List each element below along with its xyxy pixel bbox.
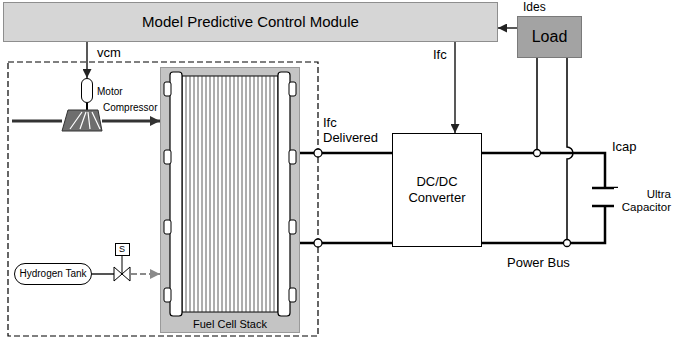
bus-wire bbox=[482, 206, 605, 243]
connector-line bbox=[454, 42, 456, 133]
end-plate bbox=[278, 72, 290, 316]
load-wire bbox=[536, 58, 538, 150]
node-text: Load bbox=[532, 27, 568, 46]
bus-name: Power Bus bbox=[506, 256, 571, 271]
signal-name: Icap bbox=[611, 140, 638, 155]
plate-ports bbox=[164, 82, 296, 302]
connector bbox=[498, 28, 517, 29]
part-name: Ultra Capacitor bbox=[614, 188, 672, 214]
port bbox=[164, 150, 171, 164]
control-module-box: Model Predictive Control Module bbox=[3, 2, 498, 42]
bus-wire bbox=[482, 153, 605, 188]
terminal bbox=[314, 149, 322, 157]
fuel-cell-stack: Fuel Cell Stack bbox=[160, 67, 300, 333]
valve-stem bbox=[122, 256, 123, 274]
port bbox=[164, 82, 171, 96]
air-flow-arrow bbox=[102, 120, 160, 123]
node-text: Motor bbox=[97, 86, 123, 98]
load-wire bbox=[567, 58, 573, 240]
connector-line bbox=[86, 42, 88, 78]
port bbox=[289, 220, 296, 234]
compressor-vanes bbox=[70, 112, 100, 129]
port bbox=[164, 288, 171, 302]
signal-label: vcm bbox=[96, 46, 122, 61]
node-text: Model Predictive Control Module bbox=[142, 13, 359, 31]
port bbox=[164, 220, 171, 234]
stack-housing bbox=[160, 67, 300, 333]
cell-lines bbox=[186, 76, 274, 312]
connector-line bbox=[498, 27, 517, 29]
converter-box: DC/DC Converter bbox=[392, 133, 482, 247]
connector bbox=[87, 42, 88, 78]
stack-core bbox=[182, 76, 278, 312]
signal-name: Ifc Delivered bbox=[322, 116, 390, 146]
hydrogen-tank: Hydrogen Tank bbox=[14, 263, 92, 285]
compressor-symbol bbox=[62, 110, 102, 131]
motor-symbol: Motor bbox=[81, 78, 93, 103]
valve-symbol bbox=[114, 267, 122, 281]
valve-symbol bbox=[122, 267, 130, 281]
subsystem-boundary bbox=[8, 62, 318, 336]
node-text: DC/DC Converter bbox=[400, 174, 474, 205]
end-plate bbox=[170, 72, 182, 316]
load-box: Load bbox=[517, 16, 582, 58]
signal-label: Ifc bbox=[432, 48, 448, 63]
solenoid-box: S bbox=[115, 243, 130, 256]
connector bbox=[455, 42, 456, 133]
terminal bbox=[314, 239, 322, 247]
junction-dot bbox=[564, 240, 571, 247]
signal-label: Ides bbox=[522, 1, 547, 15]
stack-plates bbox=[164, 72, 296, 316]
node-text: Fuel Cell Stack bbox=[161, 318, 299, 331]
junction-dot bbox=[534, 150, 541, 157]
node-text: Hydrogen Tank bbox=[19, 268, 86, 280]
port bbox=[289, 150, 296, 164]
node-text: S bbox=[119, 245, 125, 254]
air-inlet bbox=[12, 120, 62, 123]
port bbox=[289, 288, 296, 302]
part-name: Compressor bbox=[102, 102, 158, 114]
port bbox=[289, 82, 296, 96]
